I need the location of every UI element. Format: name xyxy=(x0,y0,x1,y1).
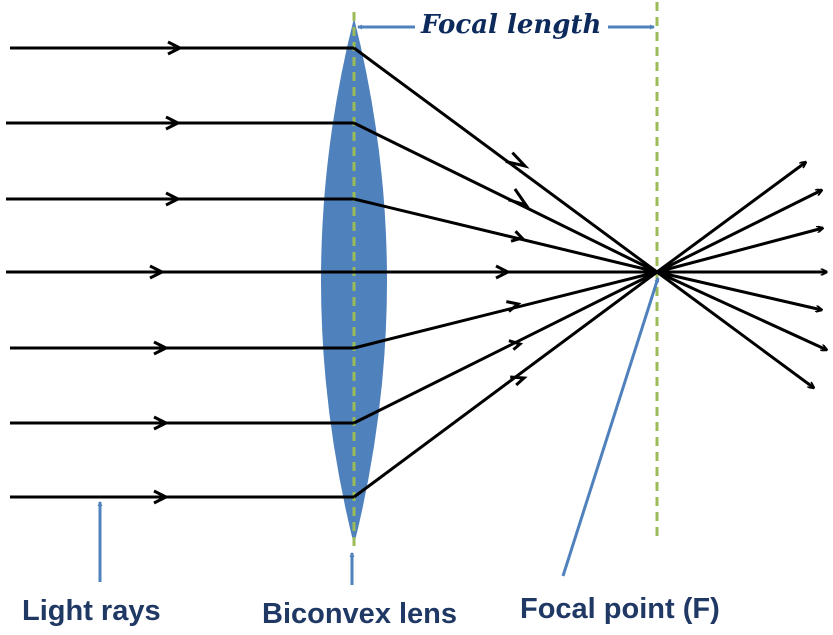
arrow-right-icon xyxy=(165,191,182,207)
arrow-right-icon xyxy=(505,151,530,169)
diverging-ray-6 xyxy=(656,270,827,350)
focal-length-label: Focal length xyxy=(419,10,604,40)
diverging-ray-1 xyxy=(656,162,806,274)
arrow-right-icon xyxy=(153,415,170,431)
diverging-ray-3 xyxy=(656,228,823,274)
arrow-up-icon xyxy=(561,277,660,577)
arrow-right-icon xyxy=(495,264,512,280)
diverging-ray-7 xyxy=(656,270,814,388)
label-pointers xyxy=(97,277,660,585)
arrow-right-icon xyxy=(505,300,522,313)
arrow-right-icon xyxy=(167,40,184,56)
biconvex-lens-label: Biconvex lens xyxy=(262,598,458,630)
arrow-right-icon xyxy=(153,340,170,356)
arrow-right-icon xyxy=(153,489,170,505)
focal-point-label: Focal point (F) xyxy=(520,593,720,625)
refracted-ray-2 xyxy=(353,121,658,274)
arrow-right-icon xyxy=(149,264,166,280)
refracted-ray-6 xyxy=(353,270,658,425)
refracted-ray-7 xyxy=(353,270,658,499)
refracted-ray-1 xyxy=(353,46,658,274)
diverging-rays xyxy=(656,162,827,388)
refracted-rays xyxy=(353,46,658,499)
arrow-right-icon xyxy=(508,339,524,351)
arrow-right-icon xyxy=(165,115,182,131)
incoming-rays xyxy=(6,40,354,505)
light-rays-label: Light rays xyxy=(22,595,161,627)
arrow-right-icon xyxy=(508,188,530,208)
refracted-ray-5 xyxy=(353,270,658,350)
diverging-ray-5 xyxy=(656,270,822,310)
arrow-right-icon xyxy=(510,230,525,243)
arrow-right-icon xyxy=(510,375,528,387)
diverging-ray-2 xyxy=(656,188,822,274)
refracted-ray-3 xyxy=(353,197,658,274)
